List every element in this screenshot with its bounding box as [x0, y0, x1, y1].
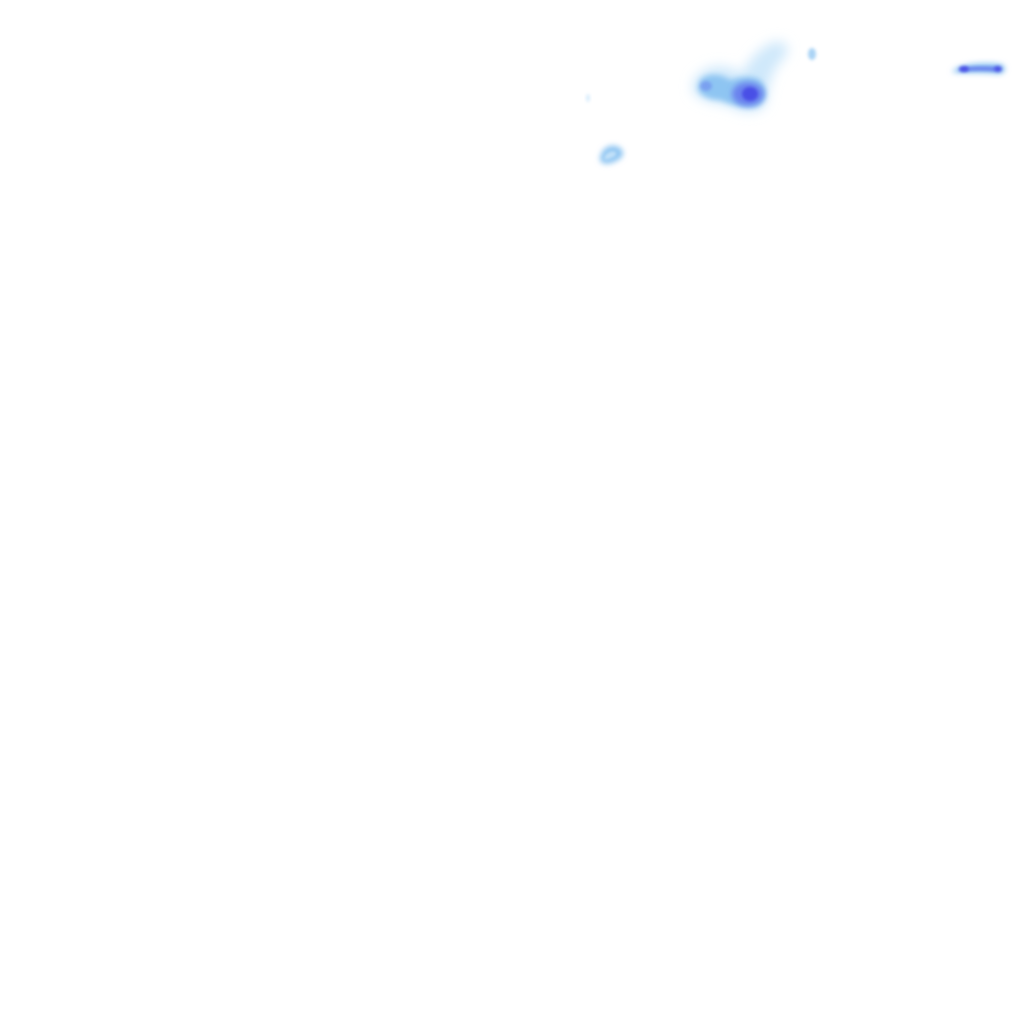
precip-cell-main — [692, 41, 788, 112]
precip-core-intense — [742, 87, 758, 101]
precip-speck-w — [586, 94, 590, 102]
precip-band-east — [952, 63, 1006, 74]
precip-speck-ne — [808, 48, 816, 60]
precip-core-secondary — [700, 81, 712, 91]
precip-cell-sw — [600, 145, 624, 164]
